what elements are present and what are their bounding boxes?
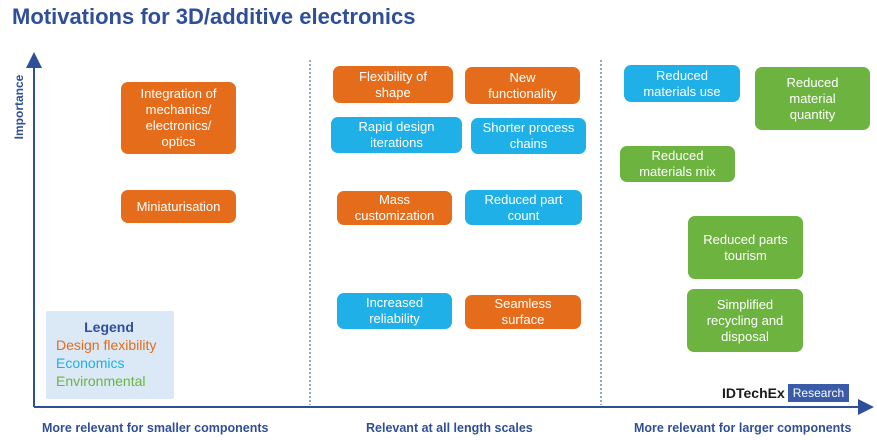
- brand-tag: Research: [787, 384, 850, 402]
- brand-logo: IDTechEx Research: [722, 383, 850, 403]
- x-label-all: Relevant at all length scales: [366, 421, 533, 435]
- y-axis-label: Importance: [12, 74, 26, 140]
- legend-item-design: Design flexibility: [56, 337, 157, 353]
- legend-item-environmental: Environmental: [56, 373, 146, 389]
- page-title: Motivations for 3D/additive electronics: [12, 4, 416, 29]
- legend: Legend Design flexibility Economics Envi…: [46, 311, 174, 399]
- legend-item-economics: Economics: [56, 355, 125, 371]
- x-label-larger: More relevant for larger components: [634, 421, 852, 435]
- box-miniaturisation: Miniaturisation: [121, 190, 236, 223]
- legend-title: Legend: [84, 319, 134, 335]
- brand-name: IDTechEx: [722, 385, 785, 401]
- x-label-smaller: More relevant for smaller components: [42, 421, 269, 435]
